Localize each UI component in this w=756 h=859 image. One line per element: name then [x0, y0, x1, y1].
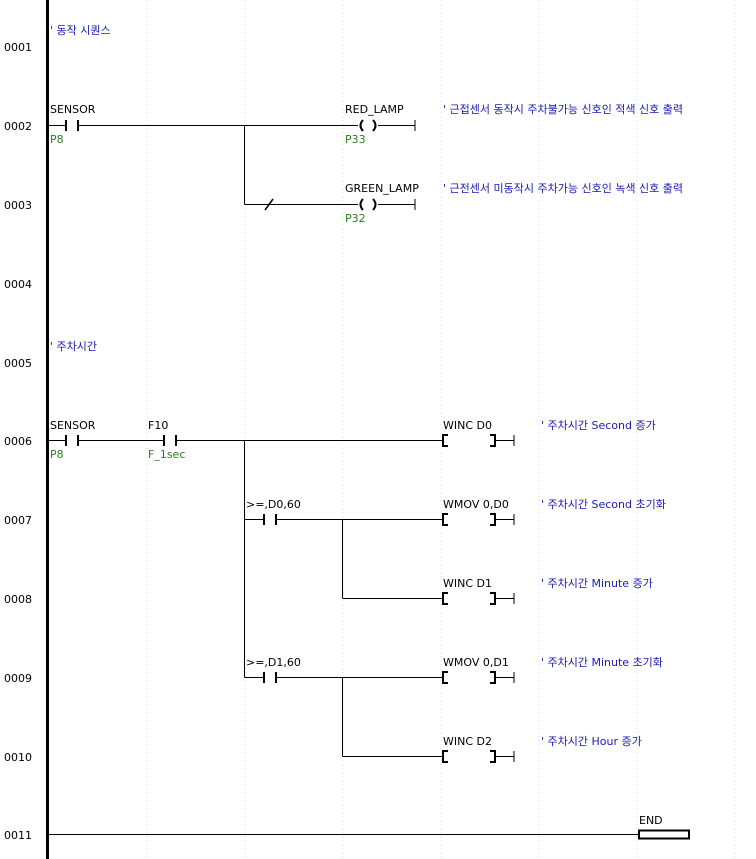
- comment-r6: ' 주차시간 Second 증가: [541, 419, 656, 432]
- function-block-r10[interactable]: [442, 750, 448, 763]
- coil-label: GREEN_LAMP: [345, 182, 419, 195]
- row-number: 0006: [4, 435, 32, 448]
- coil-address: P32: [345, 212, 366, 225]
- compare-label: >=,D0,60: [246, 498, 301, 511]
- comment-r9: ' 주차시간 Minute 초기화: [541, 656, 663, 669]
- coil-red-lamp[interactable]: [359, 119, 364, 132]
- row-number: 0002: [4, 120, 32, 133]
- comment-r1: ' 동작 시퀀스: [50, 24, 111, 37]
- row-number: 0011: [4, 829, 32, 842]
- contact-address: P8: [50, 448, 64, 461]
- comment-r5: ' 주차시간: [50, 340, 98, 353]
- end-instruction-box[interactable]: [638, 829, 690, 840]
- row-number: 0007: [4, 514, 32, 527]
- end-label: END: [639, 814, 663, 827]
- contact-label: SENSOR: [50, 103, 96, 116]
- left-power-rail: [46, 0, 49, 859]
- function-label: WINC D1: [443, 577, 492, 590]
- row-number: 0004: [4, 278, 32, 291]
- row-number: 0001: [4, 41, 32, 54]
- function-block-r7[interactable]: [442, 513, 448, 526]
- contact-label: F10: [148, 419, 169, 432]
- contact-label: SENSOR: [50, 419, 96, 432]
- contact-address: F_1sec: [148, 448, 186, 461]
- function-block-r6[interactable]: [442, 434, 448, 447]
- comment-r3: ' 근전센서 미동작시 주차가능 신호인 녹색 신호 출력: [443, 182, 684, 195]
- function-label: WINC D0: [443, 419, 492, 432]
- function-label: WMOV 0,D1: [443, 656, 509, 669]
- comment-r8: ' 주차시간 Minute 증가: [541, 577, 653, 590]
- row-number: 0003: [4, 199, 32, 212]
- compare-label: >=,D1,60: [246, 656, 301, 669]
- coil-green-lamp[interactable]: [359, 198, 364, 211]
- function-block-r8[interactable]: [442, 592, 448, 605]
- row-number: 0010: [4, 751, 32, 764]
- contact-address: P8: [50, 133, 64, 146]
- function-block-r9[interactable]: [442, 671, 448, 684]
- comment-r10: ' 주차시간 Hour 증가: [541, 735, 642, 748]
- comment-r2: ' 근접센서 동작시 주차불가능 신호인 적색 신호 출력: [443, 103, 684, 116]
- comment-r7: ' 주차시간 Second 초기화: [541, 498, 666, 511]
- row-number: 0009: [4, 672, 32, 685]
- row-number: 0008: [4, 593, 32, 606]
- coil-address: P33: [345, 133, 366, 146]
- function-label: WINC D2: [443, 735, 492, 748]
- row-number: 0005: [4, 357, 32, 370]
- function-label: WMOV 0,D0: [443, 498, 509, 511]
- coil-label: RED_LAMP: [345, 103, 404, 116]
